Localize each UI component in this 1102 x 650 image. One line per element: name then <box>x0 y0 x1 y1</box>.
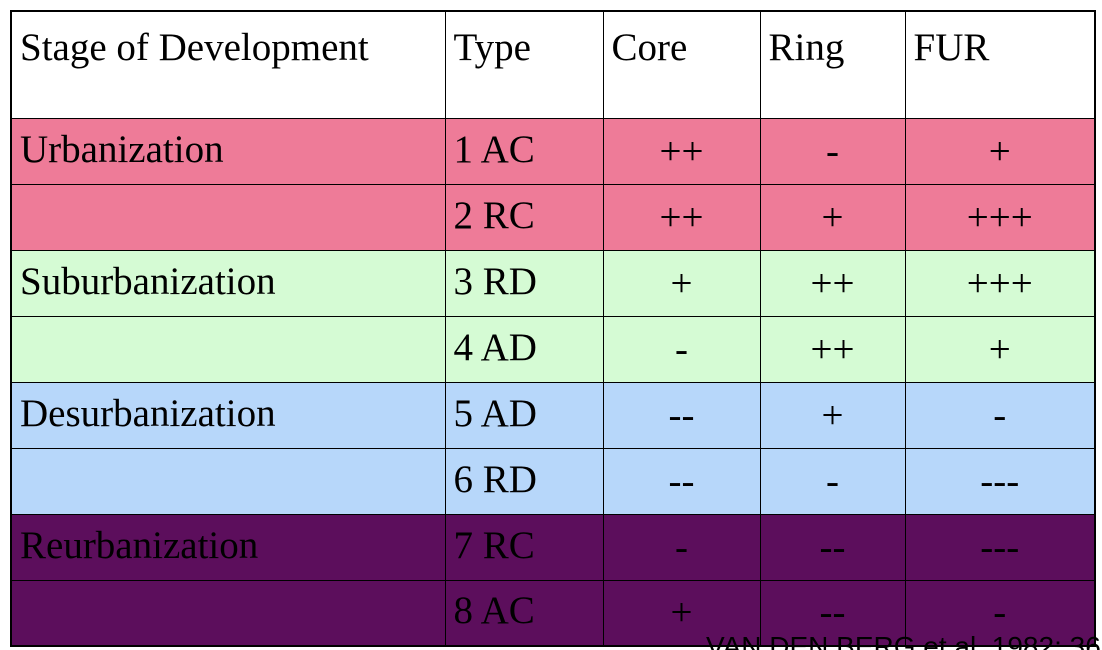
stage-cell <box>10 579 446 647</box>
type-cell: 4 AD <box>444 315 604 383</box>
source-citation: VAN DEN BERG et al. 1982: 36 <box>706 631 1101 650</box>
table-row: 6 RD -- - --- <box>10 447 1096 515</box>
type-cell: 5 AD <box>444 381 604 449</box>
core-cell: ++ <box>602 183 761 251</box>
fur-cell: +++ <box>904 249 1096 317</box>
stage-cell: Urbanization <box>10 117 446 185</box>
table-row: Urbanization 1 AC ++ - + <box>10 117 1096 185</box>
fur-cell: + <box>904 117 1096 185</box>
header-stage: Stage of Development <box>10 10 446 119</box>
core-cell: ++ <box>602 117 761 185</box>
fur-cell: - <box>904 579 1096 647</box>
type-cell: 8 AC <box>444 579 604 647</box>
core-cell: -- <box>602 447 761 515</box>
stage-cell: Desurbanization <box>10 381 446 449</box>
core-cell: + <box>602 249 761 317</box>
fur-cell: --- <box>904 513 1096 581</box>
urbanization-stages-table: Stage of Development Type Core Ring FUR … <box>10 10 1096 647</box>
type-cell: 7 RC <box>444 513 604 581</box>
header-ring: Ring <box>759 10 906 119</box>
ring-cell: ++ <box>759 249 906 317</box>
stage-cell <box>10 447 446 515</box>
table-header-row: Stage of Development Type Core Ring FUR <box>10 10 1096 119</box>
table-row: Desurbanization 5 AD -- + - <box>10 381 1096 449</box>
ring-cell: ++ <box>759 315 906 383</box>
core-cell: - <box>602 315 761 383</box>
ring-cell: - <box>759 117 906 185</box>
fur-cell: + <box>904 315 1096 383</box>
table-row: 2 RC ++ + +++ <box>10 183 1096 251</box>
header-type: Type <box>444 10 604 119</box>
type-cell: 1 AC <box>444 117 604 185</box>
type-cell: 2 RC <box>444 183 604 251</box>
ring-cell: + <box>759 381 906 449</box>
type-cell: 6 RD <box>444 447 604 515</box>
table-row: 4 AD - ++ + <box>10 315 1096 383</box>
core-cell: -- <box>602 381 761 449</box>
ring-cell: -- <box>759 579 906 647</box>
table-row: Reurbanization 7 RC - -- --- <box>10 513 1096 581</box>
core-cell: + <box>602 579 761 647</box>
ring-cell: -- <box>759 513 906 581</box>
table-row: 8 AC + -- - <box>10 579 1096 647</box>
stage-cell <box>10 183 446 251</box>
header-core: Core <box>602 10 761 119</box>
table-row: Suburbanization 3 RD + ++ +++ <box>10 249 1096 317</box>
stage-cell: Suburbanization <box>10 249 446 317</box>
fur-cell: - <box>904 381 1096 449</box>
type-cell: 3 RD <box>444 249 604 317</box>
ring-cell: + <box>759 183 906 251</box>
core-cell: - <box>602 513 761 581</box>
fur-cell: --- <box>904 447 1096 515</box>
stage-cell <box>10 315 446 383</box>
header-fur: FUR <box>904 10 1096 119</box>
ring-cell: - <box>759 447 906 515</box>
fur-cell: +++ <box>904 183 1096 251</box>
stage-cell: Reurbanization <box>10 513 446 581</box>
